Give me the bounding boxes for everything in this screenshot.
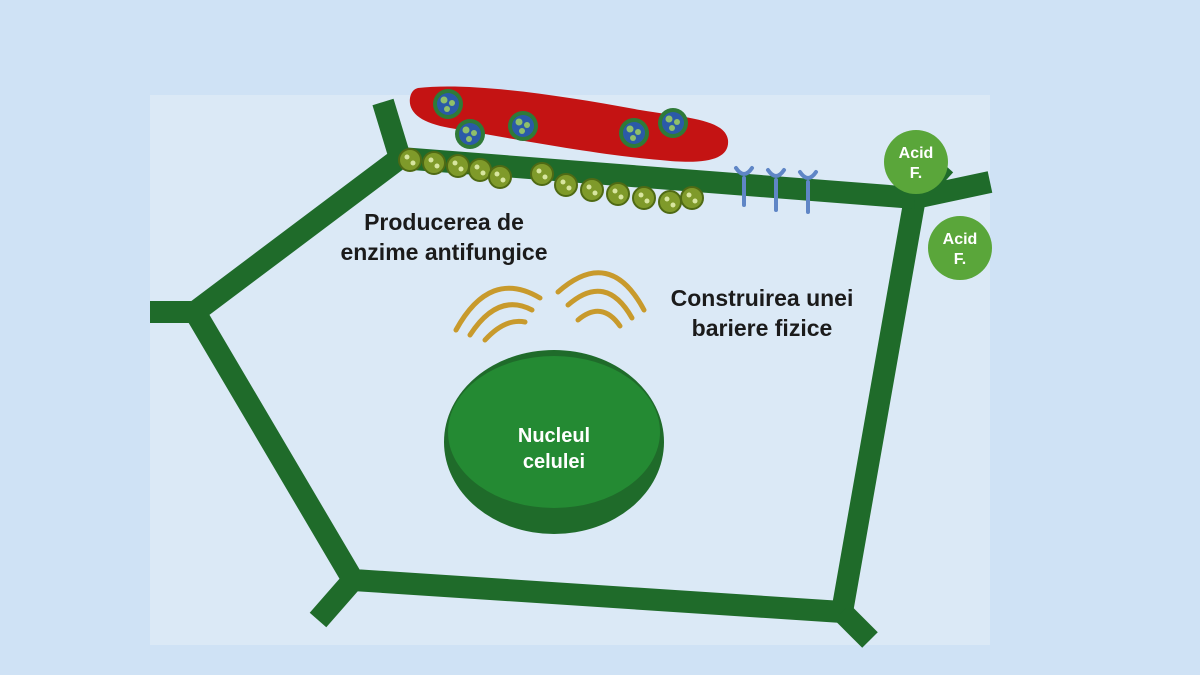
acid-bottom-line1: Acid (943, 231, 978, 248)
granule (530, 162, 554, 186)
granule (658, 190, 682, 214)
barrier-label-line1: Construirea unei (671, 285, 854, 311)
acid-bottom-line2: F. (954, 251, 966, 268)
receptor-icon (798, 170, 818, 214)
barrier-granules (398, 148, 704, 214)
nucleus-label-line2: celulei (523, 451, 585, 473)
signal-waves-right-icon (555, 270, 647, 329)
receptor-icon (766, 168, 786, 212)
granule-highlights (404, 154, 698, 208)
granule (488, 165, 512, 189)
fungal-spore-icon (433, 89, 463, 119)
nucleus-label-line1: Nucleul (518, 425, 590, 447)
signal-waves-left-icon (453, 285, 543, 343)
granule (422, 151, 446, 175)
fungal-spore-icon (508, 111, 538, 141)
receptors (734, 166, 818, 214)
fungal-spores (433, 89, 688, 149)
acid-circle-top: Acid F. (884, 130, 948, 194)
granule (446, 154, 470, 178)
acid-circle-bottom: Acid F. (928, 216, 992, 280)
fungal-spore-icon (455, 119, 485, 149)
enzymes-label-line1: Producerea de (364, 209, 524, 235)
receptor-icon (734, 166, 754, 207)
granule (580, 178, 604, 202)
acid-top-line1: Acid (899, 145, 934, 162)
granule (554, 173, 578, 197)
acid-top-line2: F. (910, 165, 922, 182)
fungal-spore-icon (658, 108, 688, 138)
barrier-label-line2: bariere fizice (692, 315, 833, 341)
granule (680, 186, 704, 210)
granule (606, 182, 630, 206)
granule (632, 186, 656, 210)
cell-nucleus: Nucleul celulei (444, 350, 664, 534)
granule (468, 158, 492, 182)
fungal-spore-icon (619, 118, 649, 148)
granule (398, 148, 422, 172)
enzymes-label-line2: enzime antifungice (340, 239, 547, 265)
fungus-hypha (409, 86, 729, 162)
